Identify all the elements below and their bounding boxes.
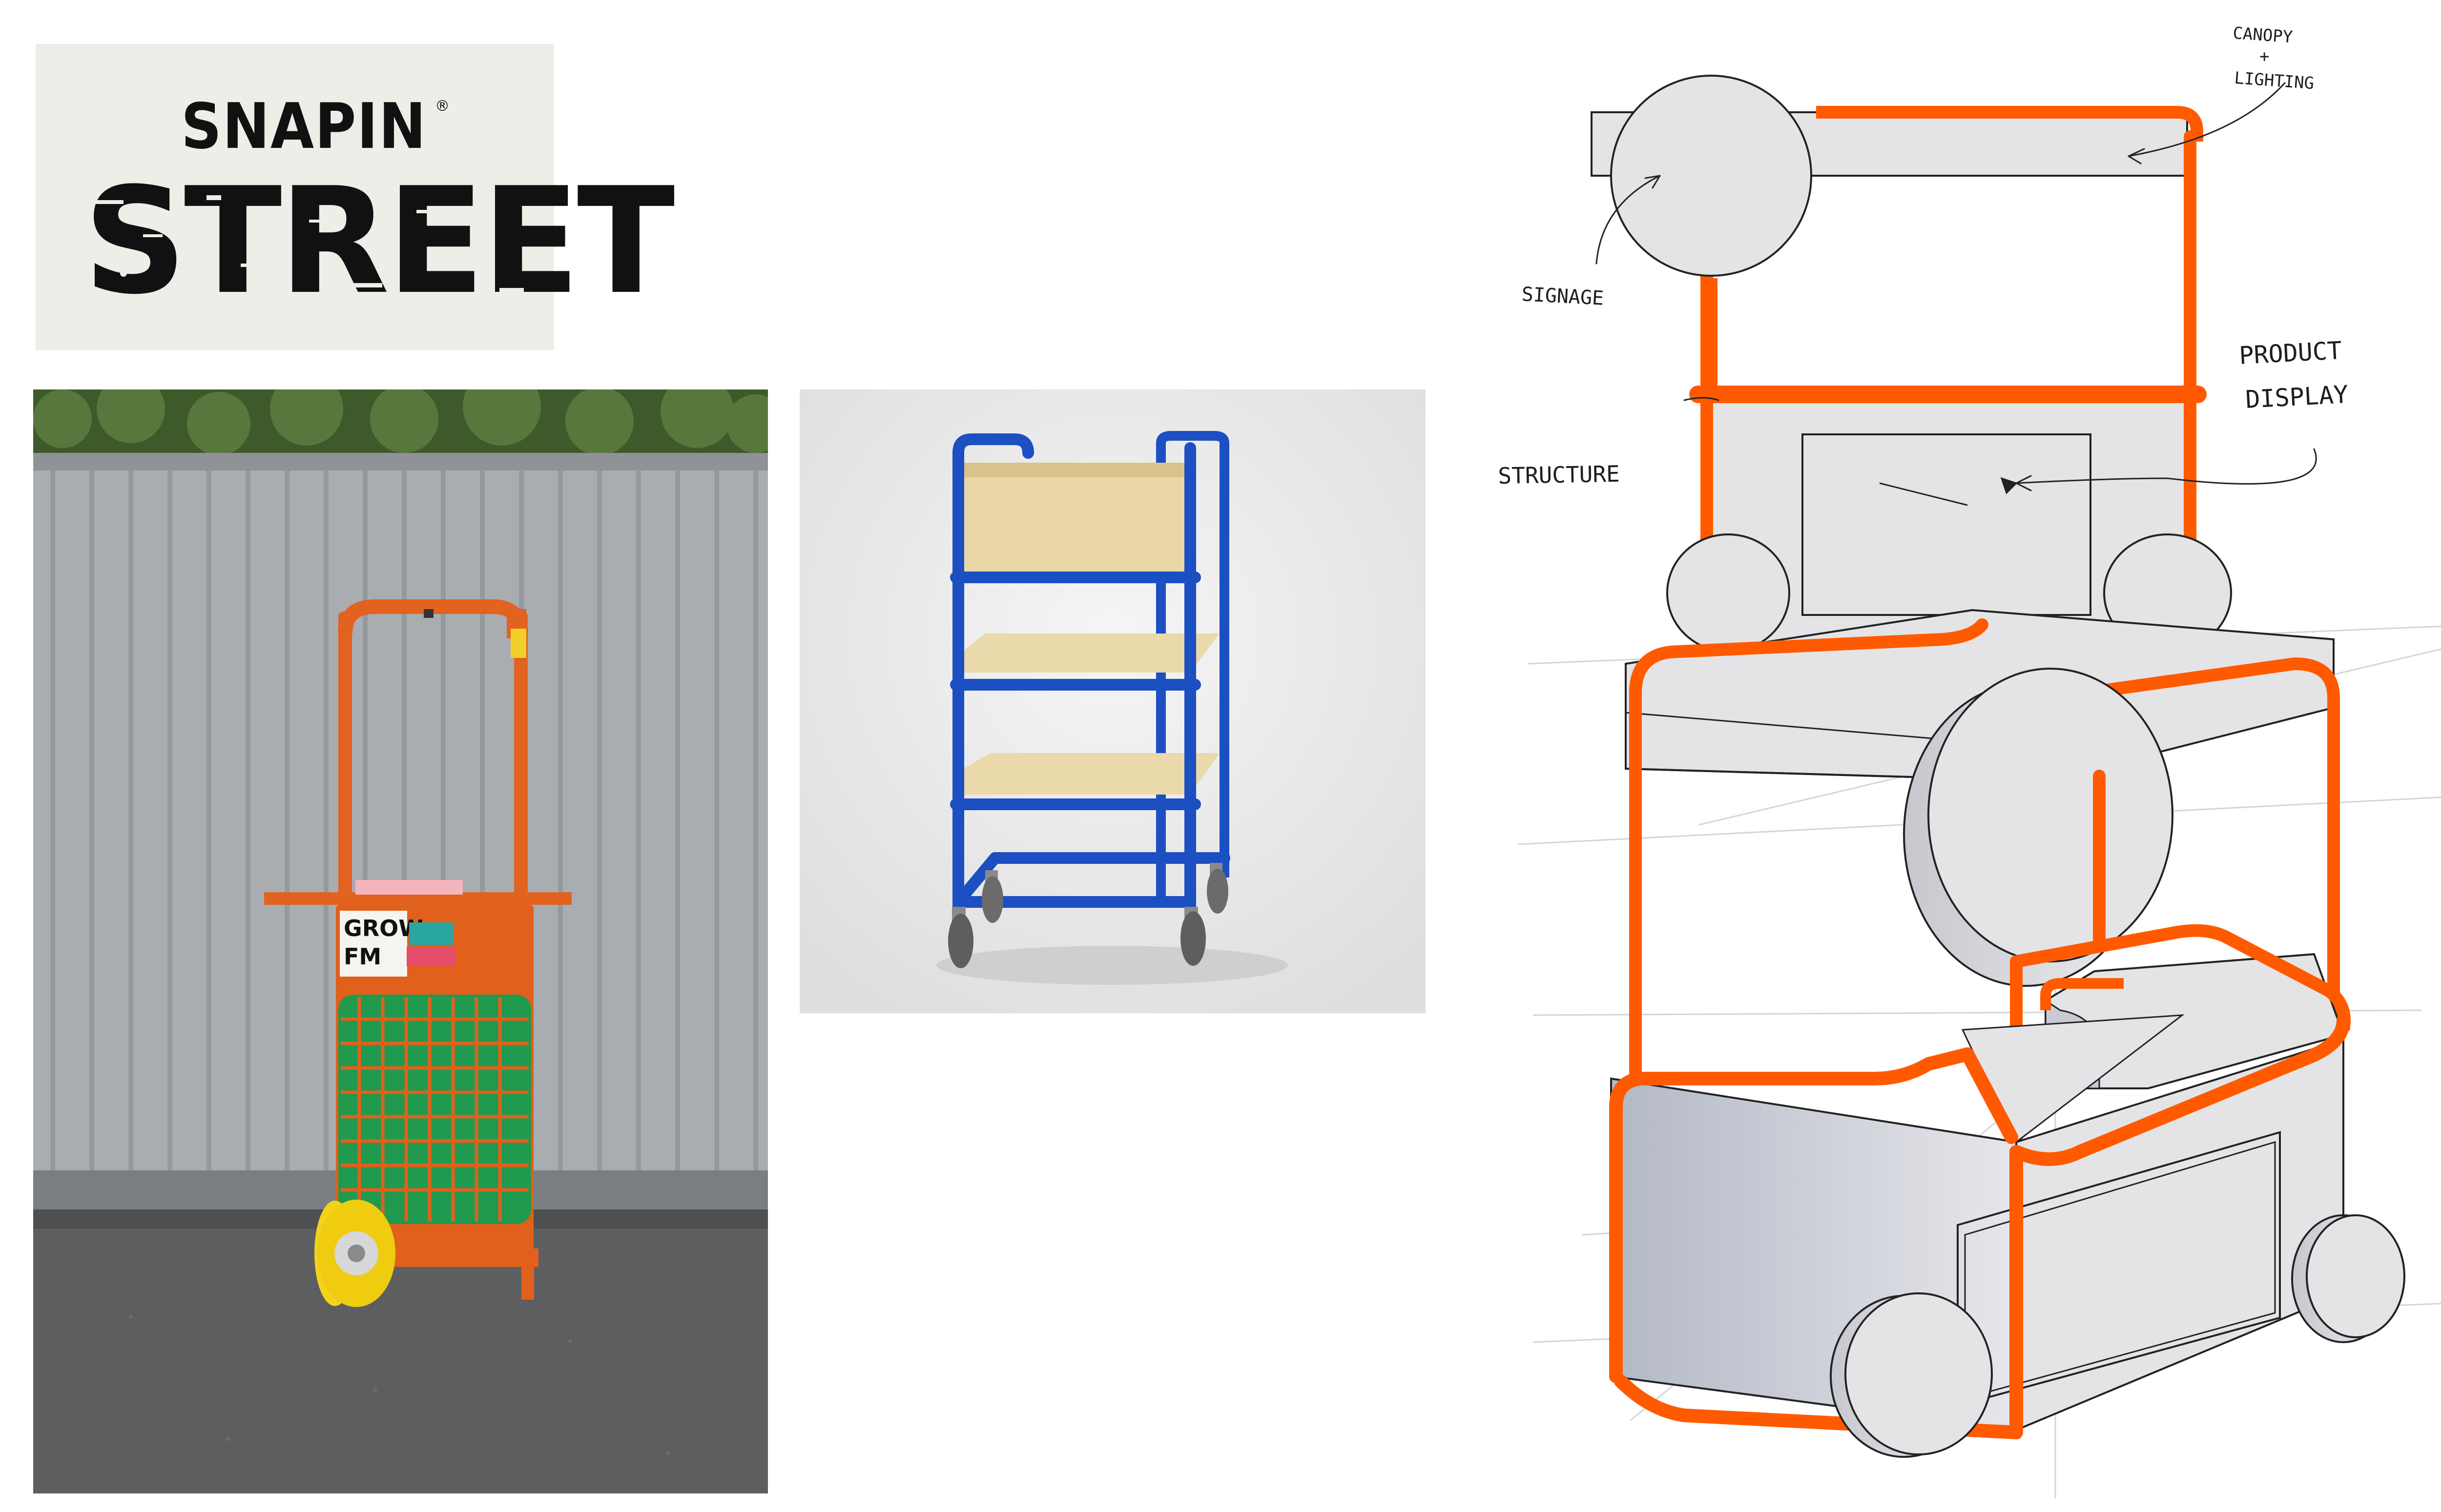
wheel-back: [2291, 1214, 2405, 1343]
blue-trolley: [948, 431, 1230, 968]
structure-collar: [1689, 386, 2207, 403]
wooden-bin-top: [961, 463, 1188, 572]
logo-distress-texture: [94, 195, 524, 316]
red-sticker: [407, 947, 455, 966]
sticker-line-fm: FM: [344, 943, 381, 970]
wooden-tray-middle: [961, 633, 1220, 673]
wooden-tray-bottom: [961, 753, 1220, 795]
logo-word-street: STREET: [83, 156, 675, 327]
note-display: DISPLAY: [2245, 380, 2349, 414]
logo-registered-mark: ®: [435, 98, 450, 115]
wheel-front: [1830, 1292, 1993, 1458]
caster-back-left: [982, 876, 1003, 923]
teal-sticker: [409, 922, 453, 945]
note-plus: +: [2259, 47, 2270, 66]
signage-disk-front: [1903, 668, 2173, 987]
pink-box: [355, 880, 463, 895]
logo-word-snapin: SNAPIN: [181, 90, 427, 163]
note-structure: STRUCTURE: [1498, 460, 1620, 489]
annotation-leaders: [1595, 82, 2317, 494]
caster-front-left: [948, 914, 973, 968]
caster-back-right: [1207, 869, 1228, 914]
signage-disk-top: [1610, 75, 1812, 277]
orange-cart: GROW FM: [264, 599, 572, 1307]
caster-front-right: [1180, 911, 1206, 966]
snapin-street-logo: SNAPIN ® STREET: [36, 44, 675, 350]
note-signage: SIGNAGE: [1521, 283, 1605, 310]
cart-concept-sketch: [1518, 75, 2441, 1498]
orange-cart-photo: GROW FM: [33, 389, 768, 1493]
bumper-left: [1666, 533, 1790, 653]
yellow-clamp: [511, 629, 526, 658]
lower-frame: [1609, 1013, 2350, 1439]
product-display-window: [1801, 433, 2091, 616]
blue-trolley-photo: [800, 389, 1426, 1013]
grow-fm-sticker: [340, 911, 407, 977]
note-product: PRODUCT: [2238, 336, 2343, 370]
note-canopy: CANOPY: [2232, 23, 2294, 47]
